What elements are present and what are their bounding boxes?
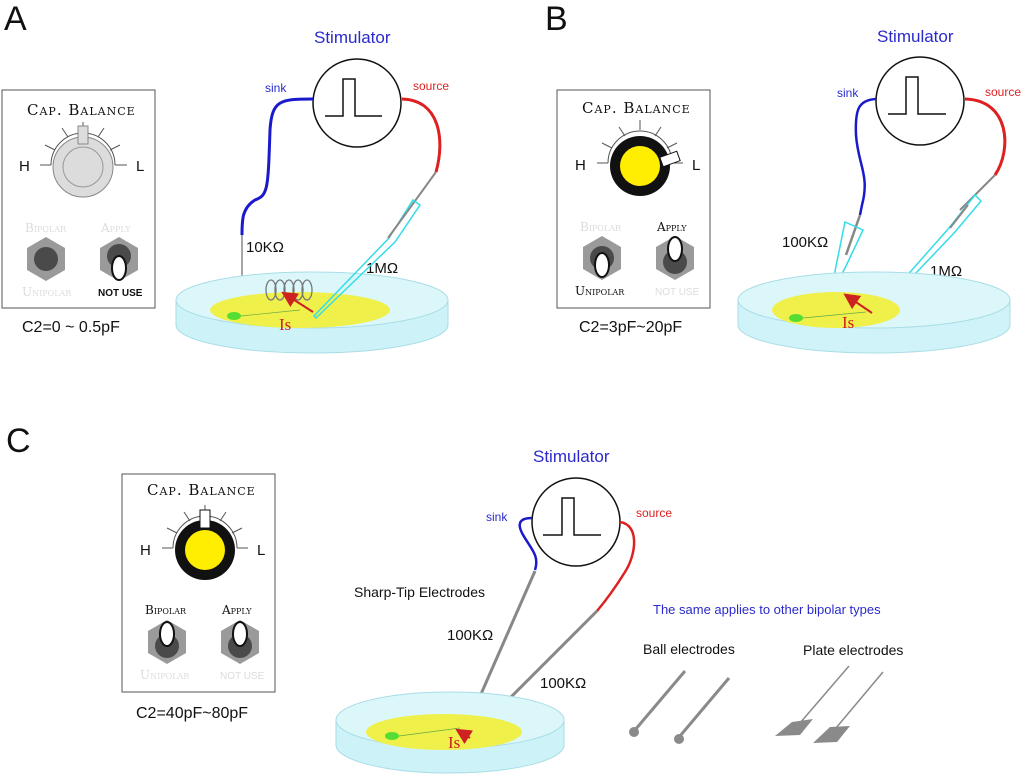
low-label: L (692, 157, 700, 174)
current-label-a: Is (279, 315, 291, 334)
stimulator-b (875, 56, 965, 146)
low-label: L (257, 542, 265, 559)
switch-right-top-label: Apply (100, 221, 131, 235)
current-arrow-c (455, 728, 474, 745)
low-label: L (136, 158, 144, 175)
switch-left-bottom-label: Unipolar (22, 285, 72, 299)
stimulator-c (531, 477, 621, 567)
ball-electrodes-icon (629, 670, 731, 744)
source-resistance-a: 1MΩ (366, 260, 398, 277)
stimulator-title-a: Stimulator (314, 28, 391, 47)
cap-balance-box-a: Cap. Balance H L Bipolar Unipo (1, 89, 156, 309)
sink-label-c: sink (486, 510, 508, 524)
culture-dish-b (737, 271, 1011, 354)
panel-c: C Cap. Balance H L Bipolar (6, 422, 903, 774)
culture-dish-c (335, 691, 565, 774)
bipolar-unipolar-toggle-c[interactable] (148, 620, 186, 664)
pulse-icon (543, 497, 601, 536)
sink-label-a: sink (265, 81, 287, 95)
electrode-type-label: Sharp-Tip Electrodes (354, 584, 485, 600)
panel-a: A Cap. Balance H L Bipolar (1, 0, 449, 354)
ball-electrodes-label: Ball electrodes (643, 641, 735, 657)
sink-label-b: sink (837, 86, 859, 100)
stimulator-a (312, 58, 402, 148)
cap-knob-a[interactable] (40, 122, 127, 198)
cap-balance-title: Cap. Balance (582, 99, 691, 117)
culture-dish-a (175, 271, 449, 354)
cell-body (789, 314, 803, 322)
apply-toggle-a[interactable] (100, 237, 138, 281)
panel-letter-a: A (4, 0, 27, 38)
sink-wire-a (240, 97, 314, 236)
current-label-b: Is (842, 313, 854, 332)
panel-letter-b: B (545, 0, 568, 38)
high-label: H (575, 157, 586, 174)
sink-wire-c (518, 516, 538, 571)
source-label-b: source (985, 85, 1021, 99)
pulse-icon (888, 76, 946, 115)
bipolar-note: The same applies to other bipolar types (653, 602, 881, 617)
switch-left-bottom-label: Unipolar (575, 284, 625, 298)
sink-resistance-c: 100KΩ (447, 627, 493, 644)
bipolar-unipolar-toggle-a[interactable] (27, 237, 65, 281)
cell-body (227, 312, 241, 320)
pulse-icon (325, 78, 382, 117)
capacitance-label-b: C2=3pF~20pF (579, 319, 682, 336)
current-label-c: Is (448, 733, 460, 752)
switch-right-top-label: Apply (221, 603, 252, 617)
switch-left-bottom-label: Unipolar (140, 668, 190, 682)
switch-left-top-label: Bipolar (25, 221, 67, 235)
high-label: H (19, 158, 30, 175)
cap-balance-box-c: Cap. Balance H L Bipolar (121, 473, 276, 693)
capacitance-label-a: C2=0 ~ 0.5pF (22, 319, 120, 336)
sink-wire-b (854, 97, 877, 216)
source-resistance-c: 100KΩ (540, 675, 586, 692)
apply-toggle-b[interactable] (656, 236, 694, 280)
capacitance-label-c: C2=40pF~80pF (136, 705, 248, 722)
plate-electrodes-label: Plate electrodes (803, 642, 903, 658)
source-wire-c (596, 520, 636, 612)
micropipette-a (312, 198, 422, 320)
switch-right-bottom-label: NOT USE (98, 288, 143, 299)
source-wire-a (401, 97, 442, 173)
panel-b: B Cap. Balance H L Bipolar (545, 0, 1021, 354)
sink-resistance-a: 10KΩ (246, 239, 284, 256)
source-label-c: source (636, 506, 672, 520)
switch-right-bottom-label: NOT USE (220, 671, 265, 682)
cap-balance-title: Cap. Balance (147, 481, 256, 499)
coil-electrode-a (265, 279, 313, 301)
switch-left-top-label: Bipolar (580, 220, 622, 234)
panel-letter-c: C (6, 422, 31, 460)
source-wire-b (964, 97, 1007, 176)
cell-body (385, 732, 399, 740)
apply-toggle-c[interactable] (221, 620, 259, 664)
cap-knob-c[interactable] (162, 505, 248, 580)
stimulator-title-c: Stimulator (533, 447, 610, 466)
bipolar-unipolar-toggle-b[interactable] (583, 236, 621, 280)
cap-knob-b[interactable] (597, 120, 683, 196)
current-arrow-b (843, 293, 873, 314)
tissue-slice (366, 714, 522, 750)
sink-resistance-b: 100KΩ (782, 234, 828, 251)
high-label: H (140, 542, 151, 559)
plate-electrodes-icon (775, 665, 884, 743)
switch-right-top-label: Apply (656, 220, 687, 234)
current-arrow-a (281, 291, 314, 313)
switch-left-top-label: Bipolar (145, 603, 187, 617)
tissue-slice (772, 292, 900, 328)
source-label-a: source (413, 79, 449, 93)
switch-right-bottom-label: NOT USE (655, 287, 700, 298)
stimulator-title-b: Stimulator (877, 27, 954, 46)
cap-balance-title: Cap. Balance (27, 101, 136, 119)
cap-balance-box-b: Cap. Balance H L Bipolar (556, 89, 711, 309)
